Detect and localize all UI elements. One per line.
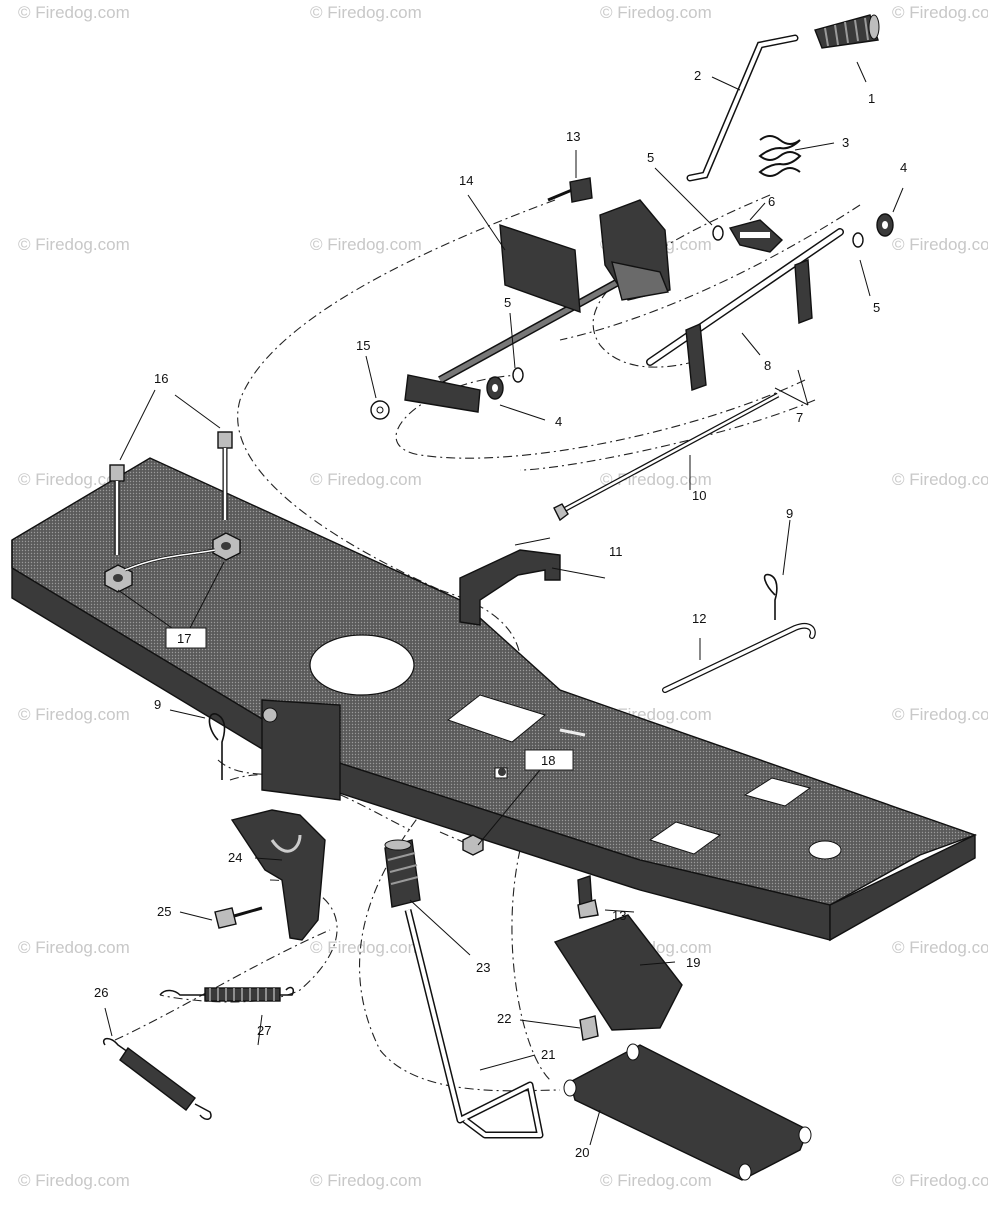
watermark-text: © Firedog.com	[892, 1171, 988, 1190]
frame-hole-right	[808, 840, 842, 860]
watermark-text: © Firedog.com	[18, 938, 130, 957]
part-fasteners	[104, 177, 599, 1041]
shaft-arm-left	[685, 322, 707, 391]
callout-11: 11	[609, 544, 623, 559]
bracket-bottom-plate	[404, 374, 481, 413]
part-u-bracket	[459, 537, 561, 626]
frame-right-rail	[829, 833, 976, 942]
callout-25: 25	[157, 904, 171, 919]
part-bent-rod	[662, 573, 816, 693]
shaft-arm-right	[794, 259, 813, 324]
part-lever-bracket	[230, 809, 326, 941]
callout-18-box	[524, 749, 574, 771]
part-washers	[370, 213, 894, 420]
callout-20: 20	[575, 1145, 589, 1160]
callout-24: 24	[228, 850, 242, 865]
callout-12: 12	[692, 611, 706, 626]
callout-4-right: 4	[900, 160, 907, 175]
part-handle-grip	[814, 14, 880, 49]
part-cross-shaft	[646, 228, 844, 391]
watermark-text: © Firedog.com	[310, 470, 422, 489]
watermark-text: © Firedog.com	[600, 3, 712, 22]
frame-cutout-c	[743, 777, 812, 807]
part-hairpin-left	[208, 713, 226, 780]
callout-5-left: 5	[504, 295, 511, 310]
frame-cutout-b	[648, 821, 722, 855]
callout-5-top: 5	[647, 150, 654, 165]
callout-5-right: 5	[873, 300, 880, 315]
callout-26: 26	[94, 985, 108, 1000]
watermark-text: © Firedog.com	[18, 235, 130, 254]
frame-cutout-a	[446, 694, 547, 743]
part-pedal-rod	[384, 839, 544, 1139]
callout-13-bottom: 13	[612, 908, 626, 923]
callout-4-left: 4	[555, 414, 562, 429]
callout-8: 8	[764, 358, 771, 373]
part-lever-rod	[686, 34, 799, 182]
callout-labels: 1 2 3 4 4 5 5 5 6 7 8 9 9 10 11 12 13 13…	[94, 68, 907, 1160]
part-compression-spring	[758, 135, 802, 177]
watermark-text: © Firedog.com	[892, 705, 988, 724]
watermark-text: © Firedog.com	[18, 1171, 130, 1190]
callout-7: 7	[796, 410, 803, 425]
watermark-text: © Firedog.com	[310, 235, 422, 254]
watermark-text: © Firedog.com	[892, 235, 988, 254]
frame-center-hole	[309, 634, 415, 696]
part-lift-shaft-assembly	[404, 199, 671, 413]
callout-13-top: 13	[566, 129, 580, 144]
callout-22: 22	[497, 1011, 511, 1026]
callout-leaders	[104, 61, 904, 1146]
callout-17: 17	[177, 631, 191, 646]
callout-27: 27	[257, 1023, 271, 1038]
watermark-text: © Firedog.com	[892, 938, 988, 957]
callout-16: 16	[154, 371, 168, 386]
part-long-rod	[553, 392, 780, 522]
watermark-text: © Firedog.com	[310, 1171, 422, 1190]
callout-2: 2	[694, 68, 701, 83]
watermark-text: © Firedog.com	[892, 3, 988, 22]
watermark-text: © Firedog.com	[18, 470, 130, 489]
callout-18: 18	[541, 753, 555, 768]
part-retaining-clip	[728, 219, 784, 253]
part-mounting-plate	[553, 914, 683, 1031]
callout-14: 14	[459, 173, 473, 188]
callout-17-box	[165, 627, 207, 649]
watermark-text: © Firedog.com	[18, 3, 130, 22]
callout-9-left: 9	[154, 697, 161, 712]
watermark-text: © Firedog.com	[18, 705, 130, 724]
watermark-text: © Firedog.com	[310, 938, 422, 957]
callout-23: 23	[476, 960, 490, 975]
bracket-left-plate	[499, 224, 581, 314]
callout-3: 3	[842, 135, 849, 150]
callout-21: 21	[541, 1047, 555, 1062]
callout-1: 1	[868, 91, 875, 106]
watermark-text: © Firedog.com	[892, 470, 988, 489]
callout-15: 15	[356, 338, 370, 353]
part-pedal-bracket	[563, 1043, 812, 1181]
watermark-text: © Firedog.com	[600, 1171, 712, 1190]
frame-assembly	[11, 457, 978, 942]
watermark-text: © Firedog.com	[310, 3, 422, 22]
callout-19: 19	[686, 955, 700, 970]
callout-9-right: 9	[786, 506, 793, 521]
frame-side-bracket	[261, 699, 341, 801]
callout-6: 6	[768, 194, 775, 209]
callout-10: 10	[692, 488, 706, 503]
part-extension-springs	[103, 986, 295, 1120]
